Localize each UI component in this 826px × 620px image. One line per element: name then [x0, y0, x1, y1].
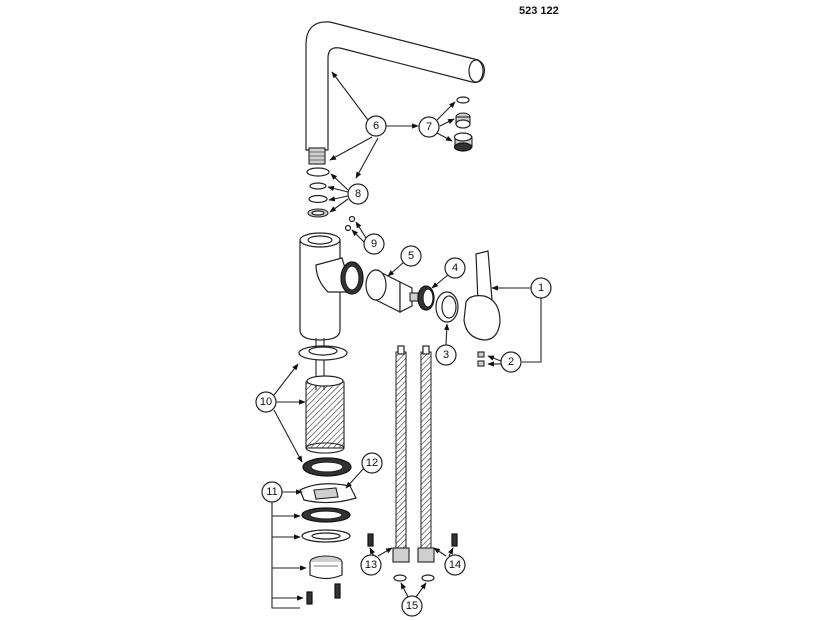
flexible-hoses: [367, 345, 458, 563]
callout-14: 14: [444, 554, 466, 576]
grub-screws: [344, 215, 356, 232]
svg-text:12: 12: [366, 457, 378, 469]
svg-text:2: 2: [508, 356, 514, 368]
o-rings: [306, 167, 330, 218]
callout-7: 7: [418, 116, 440, 138]
part-number: 523 122: [519, 5, 559, 17]
aerator-parts: [453, 96, 473, 152]
svg-text:10: 10: [260, 396, 272, 408]
mounting-screws: [306, 583, 341, 605]
svg-text:11: 11: [266, 486, 277, 498]
callout-15: 15: [401, 595, 423, 617]
svg-text:9: 9: [371, 238, 377, 250]
callout-1: 1: [530, 277, 552, 299]
callout-4: 4: [444, 257, 466, 279]
callout-13: 13: [360, 554, 382, 576]
lever-handle: [463, 250, 501, 341]
svg-text:3: 3: [443, 349, 449, 361]
callout-2: 2: [500, 351, 522, 373]
callout-9: 9: [363, 233, 385, 255]
callout-3: 3: [435, 344, 457, 366]
callout-5: 5: [400, 245, 422, 267]
svg-text:14: 14: [449, 559, 461, 571]
spout: [305, 21, 485, 165]
svg-text:13: 13: [365, 559, 377, 571]
threaded-stud: [298, 338, 348, 454]
mounting-washers: [299, 457, 357, 580]
cover-sleeve: [435, 291, 459, 323]
callout-6: 6: [365, 115, 387, 137]
handle-screws: [477, 351, 485, 367]
svg-text:7: 7: [426, 121, 432, 133]
retaining-nut: [417, 285, 435, 311]
callout-10: 10: [255, 391, 277, 413]
inlet-filters: [393, 574, 435, 582]
svg-text:5: 5: [408, 250, 414, 262]
callout-11: 11: [261, 481, 283, 503]
leader-lines: [271, 71, 542, 609]
callout-8: 8: [347, 183, 369, 205]
mixer-body: [299, 232, 364, 341]
svg-text:8: 8: [355, 188, 361, 200]
svg-text:4: 4: [452, 262, 458, 274]
cartridge: [365, 269, 419, 313]
callout-12: 12: [361, 452, 383, 474]
svg-text:1: 1: [538, 282, 544, 294]
svg-text:6: 6: [373, 120, 379, 132]
svg-text:15: 15: [406, 600, 418, 612]
